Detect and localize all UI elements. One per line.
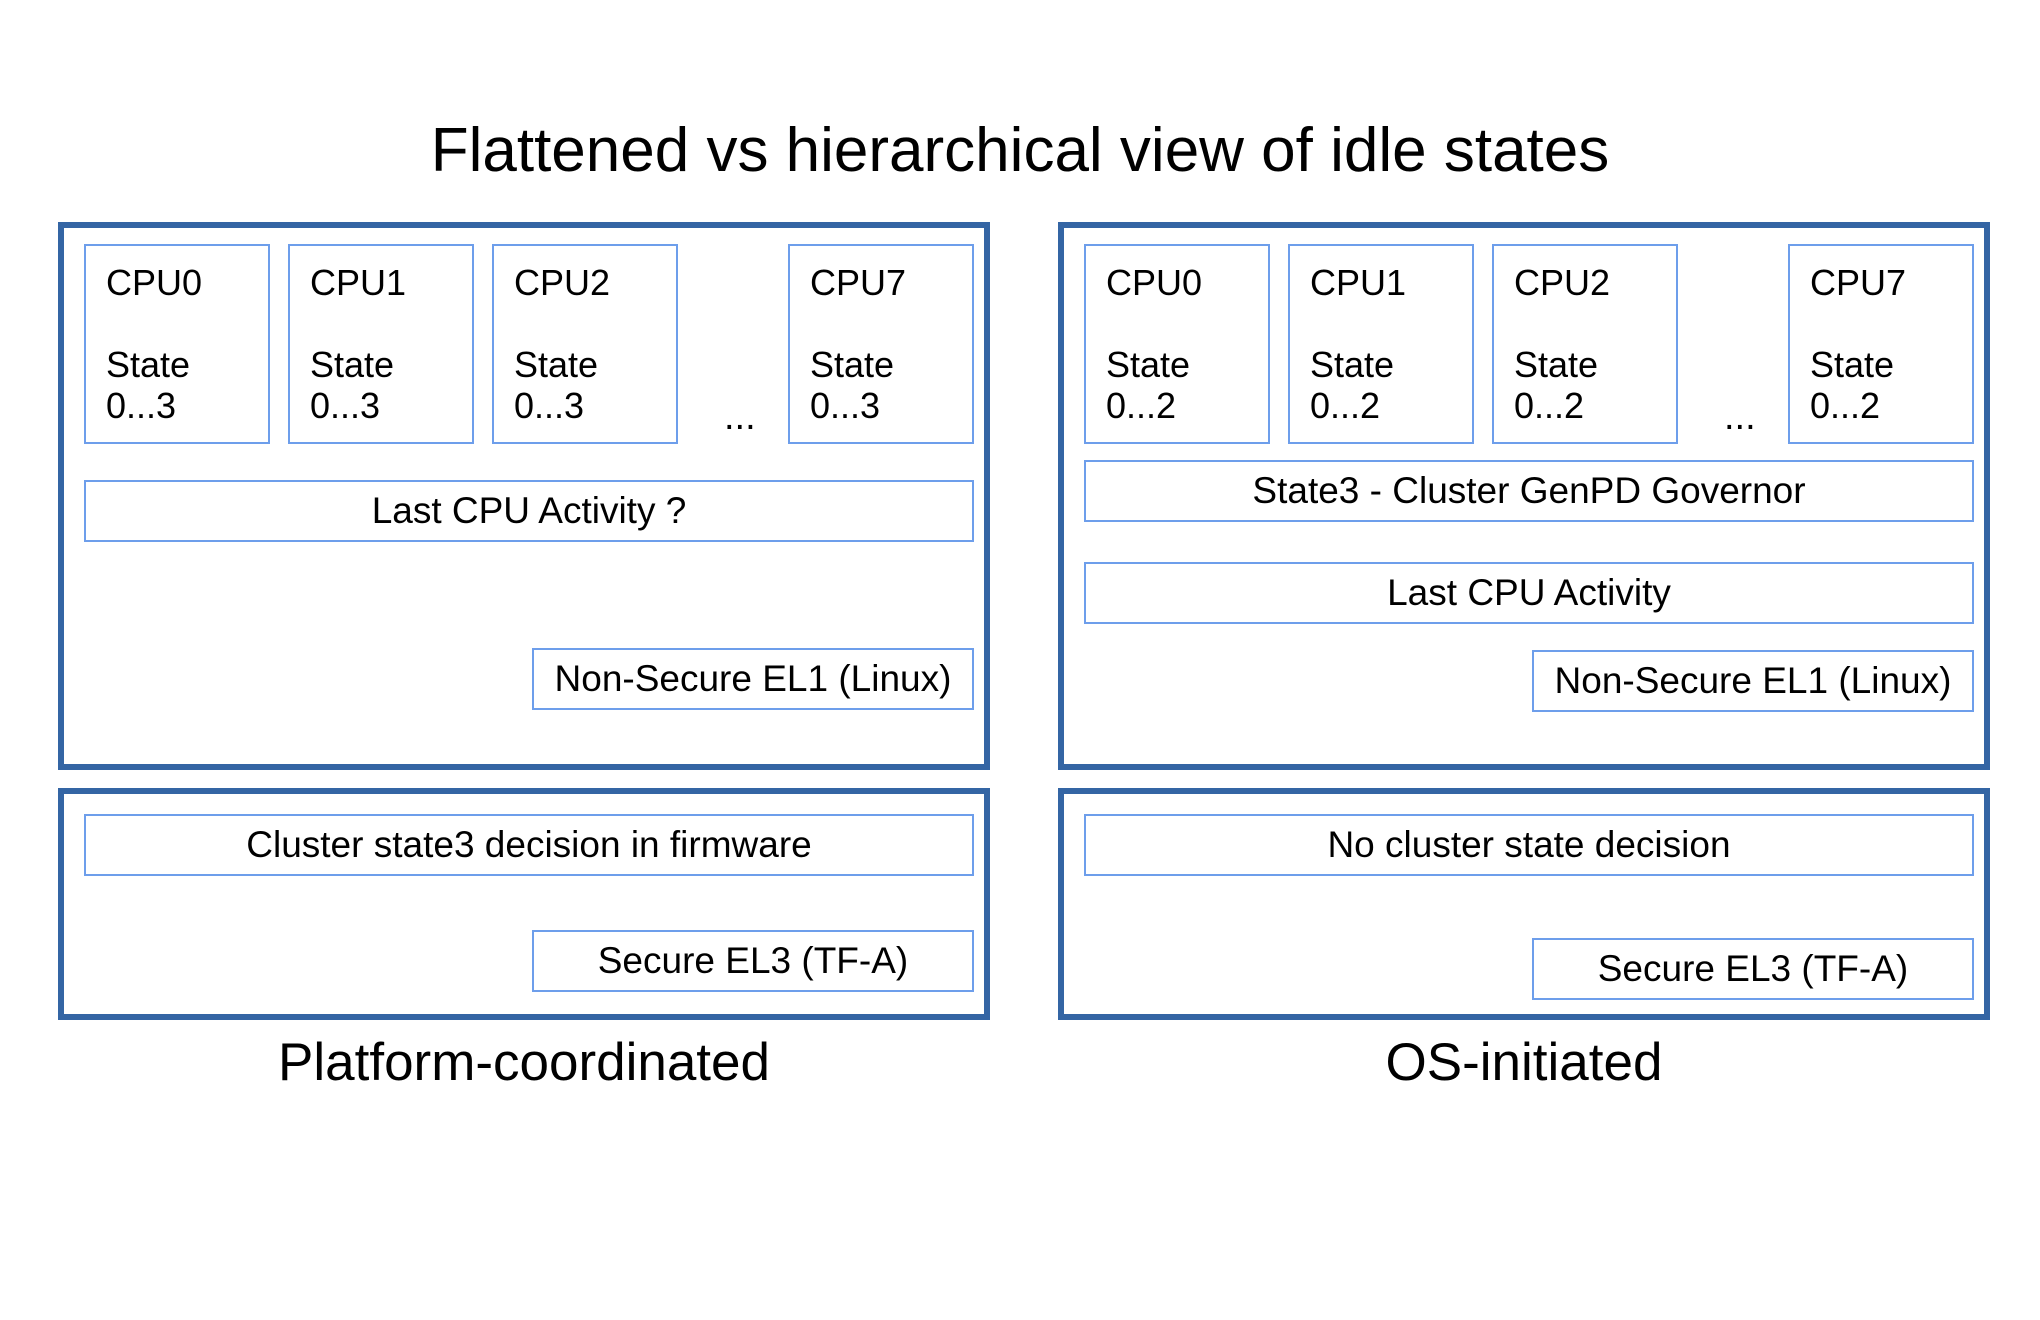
non-secure-el1-panel-left: CPU0 State 0...3 CPU1 State 0...3 CPU2 S… — [58, 222, 990, 770]
cpu-tile-cpu1-left[interactable]: CPU1 State 0...3 — [288, 244, 474, 444]
secure-el3-panel-left: Cluster state3 decision in firmware Secu… — [58, 788, 990, 1020]
cpu-tile-label: CPU2 — [514, 262, 611, 303]
non-secure-el1-panel-right: CPU0 State 0...2 CPU1 State 0...2 CPU2 S… — [1058, 222, 1990, 770]
column-caption-os-initiated: OS-initiated — [1385, 1033, 1663, 1092]
cpu-tile-label: CPU0 — [106, 262, 203, 303]
page-title: Flattened vs hierarchical view of idle s… — [430, 116, 1610, 185]
last-cpu-activity-bar-left[interactable]: Last CPU Activity ? — [84, 480, 974, 542]
cpu-tile-state: State 0...2 — [1514, 344, 1599, 426]
exception-level-label-non-secure-el1-right: Non-Secure EL1 (Linux) — [1532, 650, 1974, 712]
cpu-tile-cpu0-left[interactable]: CPU0 State 0...3 — [84, 244, 270, 444]
cpu-tile-cpu2-left[interactable]: CPU2 State 0...3 — [492, 244, 678, 444]
cpu-tile-label: CPU7 — [810, 262, 907, 303]
cpu-tile-state: State 0...3 — [810, 344, 895, 426]
cpu-ellipsis-left: ... — [724, 396, 756, 438]
diagram-column-platform-coordinated: CPU0 State 0...3 CPU1 State 0...3 CPU2 S… — [58, 222, 990, 1020]
cpu-tile-state: State 0...2 — [1310, 344, 1395, 426]
cpu-tile-state: State 0...3 — [106, 344, 191, 426]
cpu-tile-cpu1-right[interactable]: CPU1 State 0...2 — [1288, 244, 1474, 444]
cpu-tile-state: State 0...2 — [1810, 344, 1895, 426]
cluster-state-decision-bar-right[interactable]: No cluster state decision — [1084, 814, 1974, 876]
exception-level-label-non-secure-el1-left: Non-Secure EL1 (Linux) — [532, 648, 974, 710]
cpu-tile-cpu2-right[interactable]: CPU2 State 0...2 — [1492, 244, 1678, 444]
cpu-tile-label: CPU0 — [1106, 262, 1203, 303]
diagram-column-os-initiated: CPU0 State 0...2 CPU1 State 0...2 CPU2 S… — [1058, 222, 1990, 1020]
cluster-state-decision-bar-left[interactable]: Cluster state3 decision in firmware — [84, 814, 974, 876]
cpu-row-left: CPU0 State 0...3 CPU1 State 0...3 CPU2 S… — [84, 244, 974, 444]
cluster-genpd-governor-bar-right[interactable]: State3 - Cluster GenPD Governor — [1084, 460, 1974, 522]
cpu-tile-cpu7-left[interactable]: CPU7 State 0...3 — [788, 244, 974, 444]
cpu-ellipsis-right: ... — [1724, 396, 1756, 438]
cpu-row-right: CPU0 State 0...2 CPU1 State 0...2 CPU2 S… — [1084, 244, 1974, 444]
exception-level-label-secure-el3-left: Secure EL3 (TF-A) — [532, 930, 974, 992]
column-caption-platform-coordinated: Platform-coordinated — [278, 1033, 770, 1092]
secure-el3-panel-right: No cluster state decision Secure EL3 (TF… — [1058, 788, 1990, 1020]
last-cpu-activity-bar-right[interactable]: Last CPU Activity — [1084, 562, 1974, 624]
cpu-tile-label: CPU1 — [310, 262, 407, 303]
cpu-tile-state: State 0...2 — [1106, 344, 1191, 426]
exception-level-label-secure-el3-right: Secure EL3 (TF-A) — [1532, 938, 1974, 1000]
cpu-tile-label: CPU1 — [1310, 262, 1407, 303]
cpu-tile-label: CPU7 — [1810, 262, 1907, 303]
cpu-tile-cpu0-right[interactable]: CPU0 State 0...2 — [1084, 244, 1270, 444]
cpu-tile-label: CPU2 — [1514, 262, 1611, 303]
cpu-tile-state: State 0...3 — [514, 344, 599, 426]
cpu-tile-cpu7-right[interactable]: CPU7 State 0...2 — [1788, 244, 1974, 444]
cpu-tile-state: State 0...3 — [310, 344, 395, 426]
